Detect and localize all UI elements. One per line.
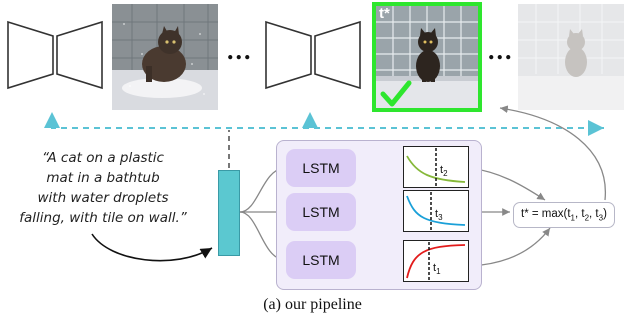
lstm-block-3: LSTM	[286, 241, 356, 279]
diffusion-unet-icon-1	[7, 20, 103, 90]
plot-3-label: t1	[433, 262, 441, 276]
prediction-plot-2: t3	[403, 190, 469, 232]
prediction-plot-1: t2	[403, 146, 469, 188]
generated-image-step-1	[112, 4, 218, 110]
checkmark-icon	[380, 80, 412, 107]
plot-2-label: t3	[435, 208, 443, 222]
prompt-arrow	[91, 233, 213, 262]
lstm-block-1: LSTM	[286, 149, 356, 187]
lstm-block-2: LSTM	[286, 193, 356, 231]
text-embedding-bar	[218, 170, 240, 256]
ellipsis-2: ...	[488, 36, 514, 65]
diffusion-unet-icon-2	[265, 20, 361, 90]
prompt-text: “A cat on a plastic mat in a bathtub wit…	[19, 150, 187, 226]
formula-to-selected	[499, 105, 606, 201]
ellipsis-1: ...	[227, 36, 253, 65]
selected-label: t*	[379, 5, 390, 22]
plot-1-label: t2	[440, 164, 448, 178]
figure-caption: (a) our pipeline	[263, 296, 362, 313]
plot3-to-formula	[469, 227, 551, 267]
dashed-loop-arrow	[51, 115, 604, 136]
max-formula: t* = max(t1, t2, t3)	[513, 202, 615, 229]
generated-image-faded	[518, 4, 624, 110]
prediction-plot-3: t1	[403, 240, 469, 282]
